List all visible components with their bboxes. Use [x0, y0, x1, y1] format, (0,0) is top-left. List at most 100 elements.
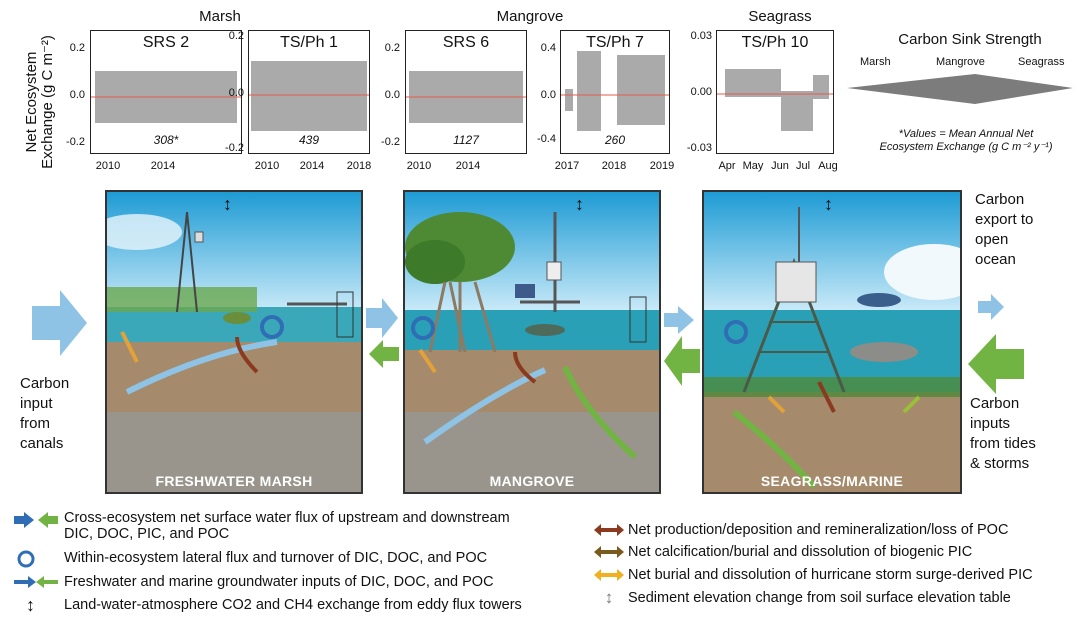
series-band: [565, 89, 573, 111]
plot-svg: [406, 71, 526, 123]
side-text-line: & storms: [970, 455, 1030, 472]
plot-svg: [717, 69, 833, 131]
plot-value: 439: [298, 133, 320, 147]
side-text-line: from: [20, 415, 50, 432]
surface-flux-left-arrow-icon: [369, 340, 399, 368]
y-tick: 0.0: [540, 89, 556, 101]
ocean-export-arrow-icon: [978, 294, 1004, 320]
sink-note-line1: *Values = Mean Annual Net: [898, 128, 1034, 140]
plot-frame: TS/Ph 7 260: [560, 30, 670, 154]
legend-item-biogenic-pic: Net calcification/burial and dissolution…: [594, 544, 972, 560]
tide-input-arrow-icon: [968, 334, 1024, 394]
brown-double-arrow-icon: [594, 524, 624, 536]
plot-value: 260: [604, 133, 626, 147]
panel-seagrass-marine: ↕ SEAGRASS/MARINE: [702, 190, 962, 494]
x-tick: 2010: [95, 160, 121, 172]
plot-title: SRS 2: [142, 34, 190, 51]
sink-label-marsh: Marsh: [860, 56, 891, 68]
series-band: [251, 61, 367, 131]
group-label-mangrove: Mangrove: [496, 8, 564, 25]
sink-title: Carbon Sink Strength: [898, 31, 1042, 48]
x-tick: 2014: [299, 160, 325, 172]
series-band: [813, 75, 829, 99]
series-band: [781, 91, 813, 131]
legend-text-line: Land-water-atmosphere CO2 and CH4 exchan…: [64, 597, 522, 613]
y-tick: -0.2: [381, 136, 400, 148]
tide-input-text: Carbon inputs from tides & storms: [970, 394, 1036, 474]
plot-frame: TS/Ph 10: [716, 30, 834, 154]
y-tick: 0.2: [228, 30, 244, 42]
x-tick: 2014: [150, 160, 176, 172]
y-tick: -0.03: [686, 142, 712, 154]
plot-svg: [561, 51, 669, 131]
canal-input-text: Carbon input from canals: [20, 374, 69, 454]
turnover-cycle-icon: [17, 550, 35, 568]
sink-note-line2: Ecosystem Exchange (g C m⁻² y⁻¹): [879, 141, 1053, 153]
groundwater-arrows-icon: [14, 576, 58, 588]
x-tick: Apr: [718, 160, 736, 172]
plot-value: 308*: [153, 133, 179, 147]
flux-tower-arrow-icon: ↕: [223, 194, 232, 214]
panel-label-marsh: FRESHWATER MARSH: [155, 473, 313, 489]
side-text-line: Carbon: [20, 375, 70, 392]
plot-frame: TS/Ph 1 439: [248, 30, 370, 154]
legend-text-line: Net burial and dissolution of hurricane …: [628, 567, 1033, 583]
side-text-line: ocean: [975, 251, 1016, 268]
side-text-line: Carbon: [970, 395, 1020, 412]
side-text-line: open: [975, 231, 1009, 248]
side-text-line: Carbon: [975, 191, 1025, 208]
y-tick: 0.2: [69, 42, 85, 54]
legend-text-line: Freshwater and marine groundwater inputs…: [64, 574, 494, 590]
x-tick: 2019: [649, 160, 675, 172]
orange-double-arrow-icon: [594, 569, 624, 581]
x-tick: Aug: [818, 160, 838, 172]
legend-item-lateral-flux: Within-ecosystem lateral flux and turnov…: [14, 550, 487, 568]
plot-frame: SRS 6 1127: [405, 30, 527, 154]
x-tick: May: [742, 160, 764, 172]
legend-text-line: Within-ecosystem lateral flux and turnov…: [64, 550, 488, 566]
x-tick: 2010: [254, 160, 280, 172]
series-band: [725, 69, 781, 97]
panel-freshwater-marsh: ↕ FRESHWATER MARSH: [105, 190, 363, 494]
surface-flux-arrows-icon: [14, 512, 58, 528]
plot-title: TS/Ph 1: [280, 34, 338, 51]
legend-item-storm-pic: Net burial and dissolution of hurricane …: [594, 567, 1033, 583]
olive-double-arrow-icon: [594, 546, 624, 558]
plot-title: TS/Ph 10: [741, 34, 809, 51]
panel-label-seagrass: SEAGRASS/MARINE: [760, 473, 904, 489]
y-tick: 0.03: [690, 30, 712, 42]
plot-title: SRS 6: [442, 34, 490, 51]
sink-label-mangrove: Mangrove: [936, 56, 985, 68]
series-band: [577, 51, 601, 131]
x-tick: 2010: [406, 160, 432, 172]
group-label-seagrass: Seagrass: [748, 8, 812, 25]
sink-strength-wedge: [847, 74, 1073, 104]
plot-svg: [91, 71, 241, 123]
y-tick: 0.4: [540, 42, 556, 54]
sink-label-seagrass: Seagrass: [1018, 56, 1065, 68]
flux-tower-arrow-icon: ↕: [575, 194, 584, 214]
group-label-marsh: Marsh: [199, 8, 241, 25]
panel-label-mangrove: MANGROVE: [489, 473, 575, 489]
legend-text-line: Net production/deposition and reminerali…: [628, 522, 1009, 538]
x-tick: 2018: [601, 160, 627, 172]
legend-text-line: Cross-ecosystem net surface water flux o…: [64, 510, 510, 526]
side-text-line: input: [20, 395, 53, 412]
sink-note: *Values = Mean Annual Net Ecosystem Exch…: [866, 128, 1066, 154]
side-text-line: from tides: [970, 435, 1036, 452]
legend-text-line: Net calcification/burial and dissolution…: [628, 544, 973, 560]
legend-item-groundwater: Freshwater and marine groundwater inputs…: [14, 574, 494, 590]
seagrass-scene: [704, 192, 960, 492]
x-tick: 2018: [346, 160, 372, 172]
legend-item-poc: Net production/deposition and reminerali…: [594, 522, 1008, 538]
surface-flux-left-arrow-icon: [664, 336, 700, 386]
x-tick: 2014: [455, 160, 481, 172]
panel-mangrove: ↕ MANGROVE: [403, 190, 661, 494]
y-tick: 0.00: [690, 86, 712, 98]
legend-item-eddy-flux: ↕ Land-water-atmosphere CO2 and CH4 exch…: [14, 596, 522, 614]
y-tick: 0.0: [228, 87, 244, 99]
y-tick: 0.0: [69, 89, 85, 101]
plot-frame: SRS 2 308*: [90, 30, 242, 154]
plot-svg: [249, 61, 369, 131]
x-tick: Jul: [795, 160, 811, 172]
